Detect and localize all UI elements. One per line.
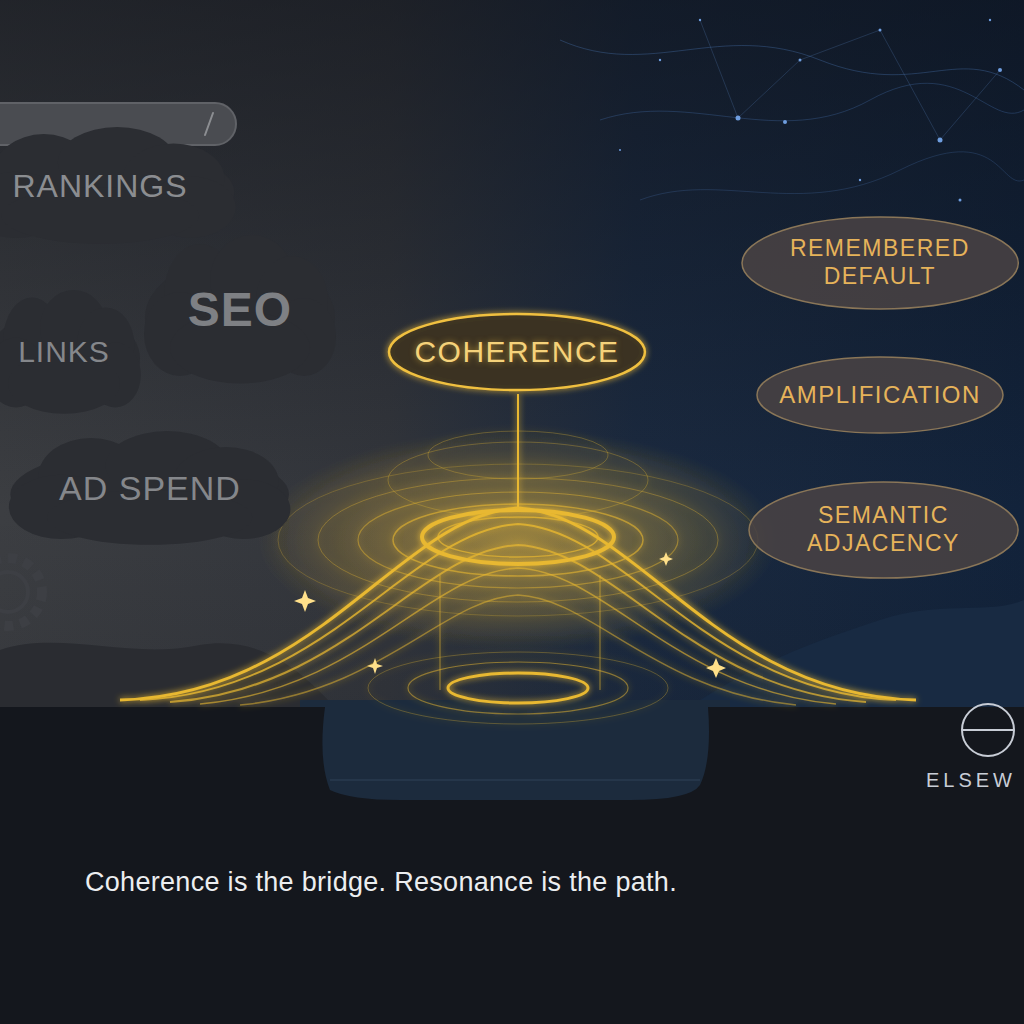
label-holder: ELSEW [926, 768, 1016, 792]
resonance-bridge-part [440, 575, 441, 690]
star-network-part [640, 152, 1024, 200]
concept-oval: AMPLIFICATION [755, 355, 1005, 435]
node-label: AMPLIFICATION [779, 381, 981, 410]
resonance-bridge-part [448, 673, 588, 703]
brand-wordmark: ELSEW [926, 768, 1016, 792]
star-network [560, 19, 1024, 202]
logo-mark [962, 704, 1014, 756]
cloud-shape [0, 290, 141, 414]
sparkles-part [367, 658, 383, 674]
sparkles-part [294, 590, 316, 612]
logo-mark-part [962, 704, 1014, 756]
oval-outline [749, 482, 1018, 578]
node-label: REMEMBERED DEFAULT [780, 235, 980, 290]
resonance-bridge-part [408, 662, 628, 714]
chasm-part [300, 700, 730, 810]
star-network-part [859, 179, 861, 181]
star-network-part [799, 59, 802, 62]
sparkles-part [706, 658, 726, 678]
resonance-bridge-part [368, 652, 668, 724]
cloud-shape [144, 235, 336, 384]
node-label: SEO [188, 281, 292, 339]
chasm-part [330, 780, 700, 781]
star-network-part [938, 138, 943, 143]
star-network-part [700, 20, 1000, 140]
node-label: RANKINGS [12, 167, 187, 205]
star-network-part [736, 116, 741, 121]
resonance-bridge-part [600, 575, 601, 690]
star-network-part [998, 68, 1002, 72]
node-label: COHERENCE [414, 334, 619, 370]
star-network-part [879, 29, 882, 32]
star-network-part [619, 149, 621, 151]
resonance-bridge-part [393, 504, 643, 576]
oval-outline [389, 314, 645, 390]
chasm-part [0, 707, 1024, 1024]
star-network-part [600, 83, 1024, 120]
gears-part [0, 572, 28, 612]
concept-oval: REMEMBERED DEFAULT [740, 215, 1020, 311]
chasm [0, 700, 1024, 1024]
resonance-bridge-part [422, 510, 614, 564]
resonance-bridge-part [200, 568, 836, 704]
sparkles-part [659, 552, 673, 566]
core-oval: COHERENCE [387, 312, 647, 392]
sparkles [294, 552, 726, 678]
node-label: LINKS [18, 334, 110, 370]
star-network-part [989, 19, 991, 21]
node-label: SEMANTIC ADJACENCY [783, 502, 983, 557]
cloud-node: RANKINGS [0, 127, 241, 245]
cloud-shape [0, 127, 236, 244]
caption-holder: Coherence is the bridge. Resonance is th… [85, 866, 677, 898]
cloud-node: LINKS [0, 290, 144, 415]
star-network-part [699, 19, 701, 21]
oval-outline [742, 217, 1018, 309]
logo-mark-part [962, 729, 1014, 731]
cloud-node: AD SPEND [3, 431, 296, 546]
node-label: AD SPEND [59, 468, 241, 509]
cloud-node: SEO [140, 235, 340, 385]
star-network-part [783, 120, 787, 124]
concept-oval: SEMANTIC ADJACENCY [747, 480, 1020, 580]
search-bar-part [205, 113, 213, 135]
caption: Coherence is the bridge. Resonance is th… [85, 866, 677, 898]
resonance-bridge-part [517, 394, 519, 510]
gears-part [0, 558, 42, 626]
resonance-bridge-part [240, 595, 796, 705]
cloud-shape [9, 431, 291, 545]
star-network-part [959, 199, 962, 202]
star-network-part [560, 40, 1024, 90]
resonance-bridge-part [438, 517, 598, 557]
oval-outline [757, 357, 1003, 433]
star-network-part [659, 59, 661, 61]
